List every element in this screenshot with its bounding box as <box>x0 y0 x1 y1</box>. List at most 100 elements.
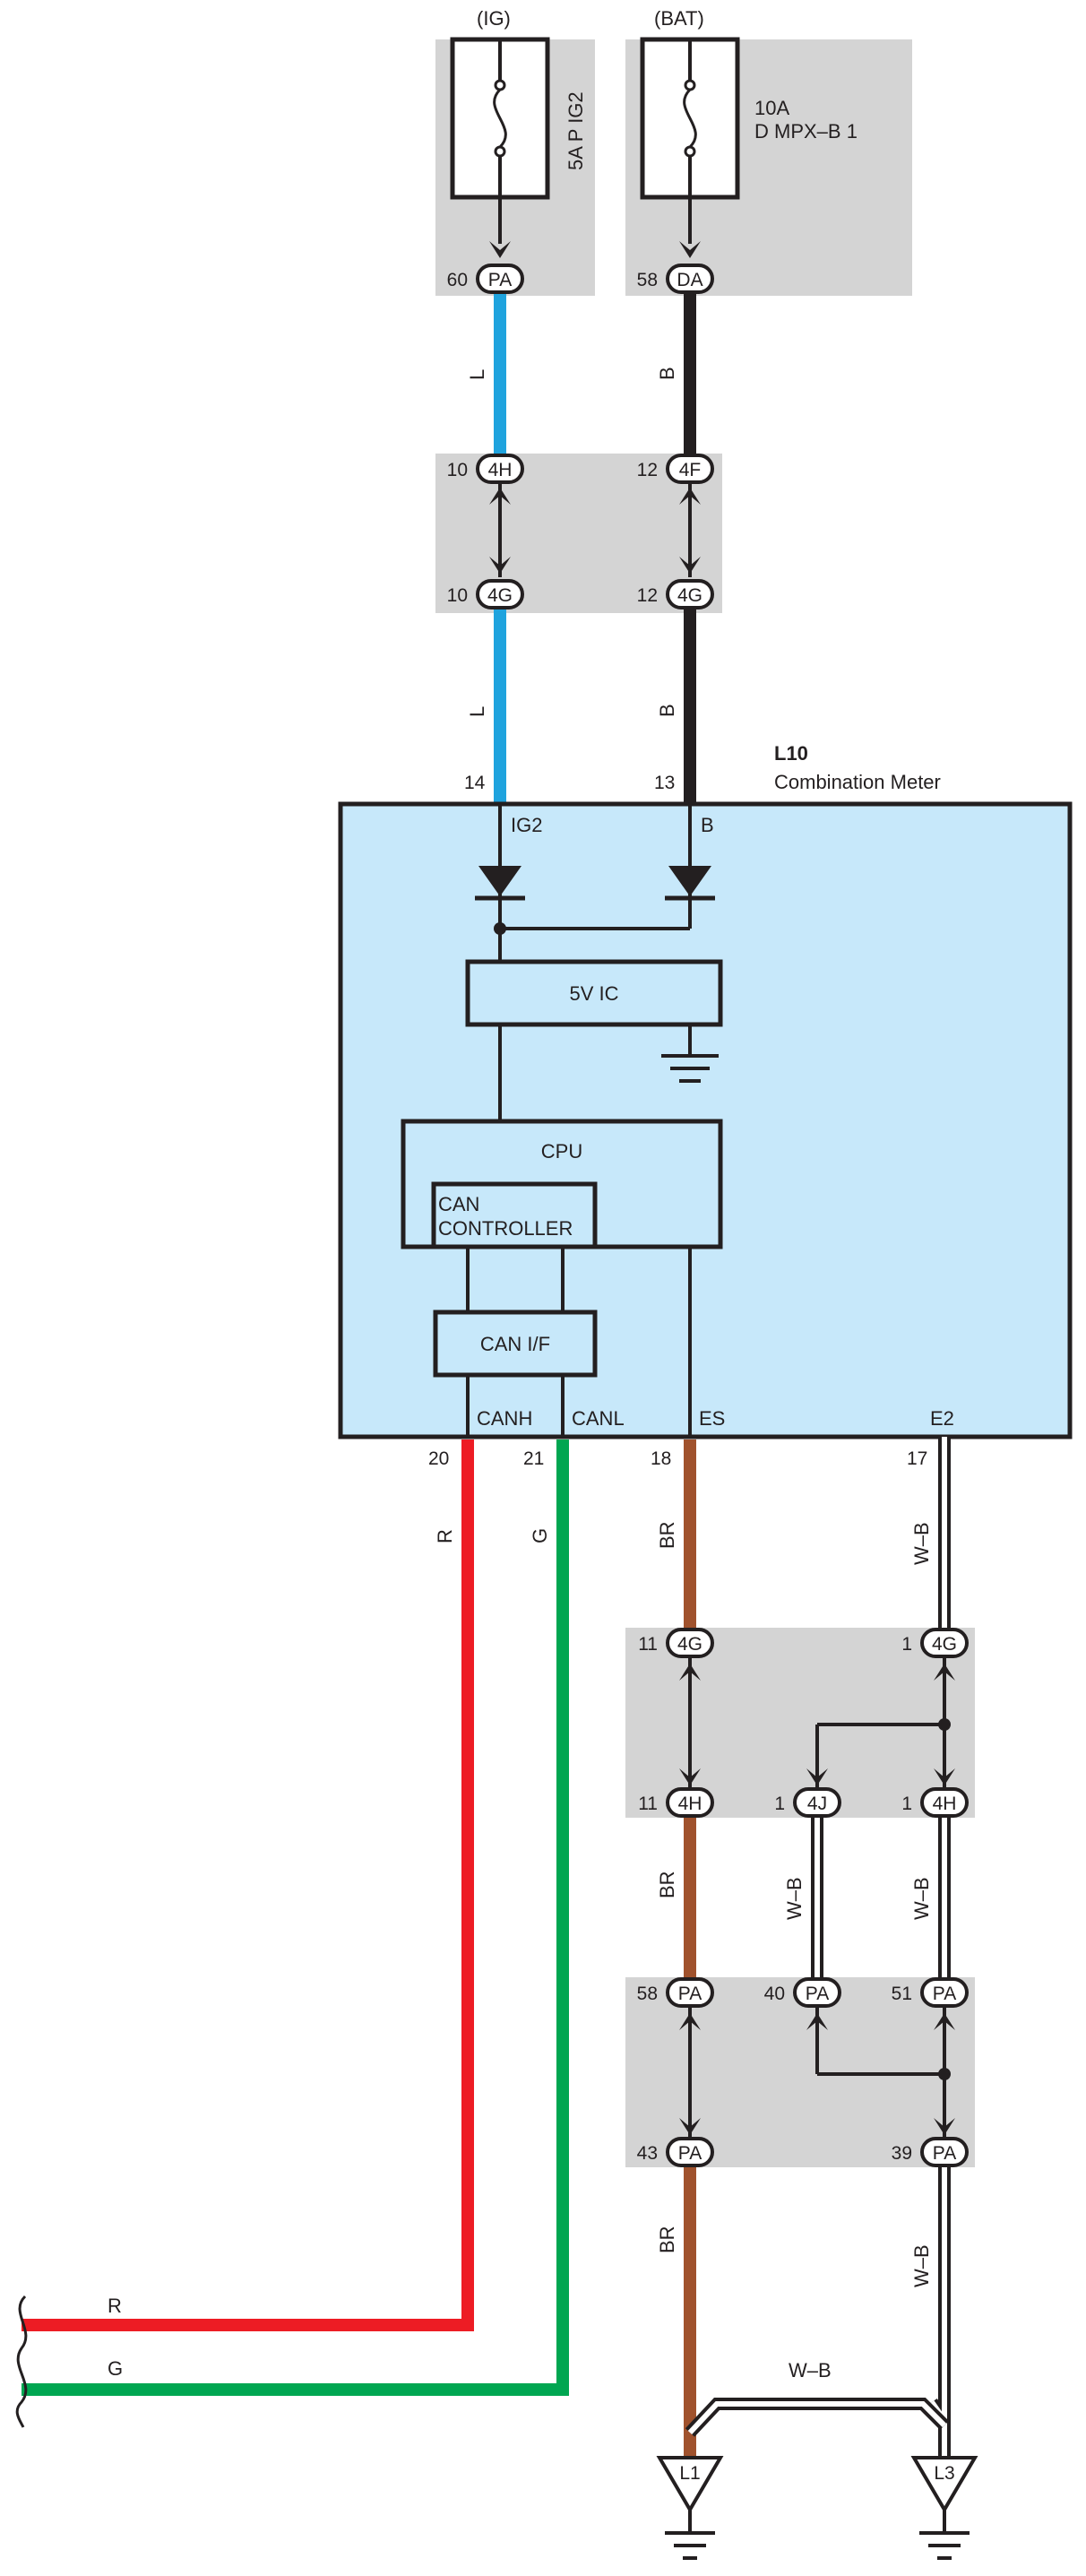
svg-text:L1: L1 <box>679 2463 700 2484</box>
connector-4g-12: 4G 12 <box>637 579 714 609</box>
meter-name: Combination Meter <box>774 771 941 793</box>
bat-fuse <box>640 37 740 244</box>
svg-text:10: 10 <box>447 585 468 606</box>
connector-pa-58: PA 58 <box>637 1977 714 2008</box>
svg-text:PA: PA <box>806 1984 829 2004</box>
svg-text:PA: PA <box>678 2143 702 2164</box>
svg-text:4G: 4G <box>932 1634 957 1655</box>
svg-text:4J: 4J <box>807 1794 827 1814</box>
connector-da-58: DA 58 <box>637 264 714 294</box>
meter-term-e2: E2 <box>930 1407 954 1430</box>
meter-term-ig2: IG2 <box>511 814 542 836</box>
meter-term-canl: CANL <box>572 1407 625 1430</box>
svg-text:PA: PA <box>678 1984 702 2004</box>
wire-label-g-horizontal: G <box>108 2357 123 2380</box>
ig-source-label: (IG) <box>477 7 511 30</box>
can-interface-label: CAN I/F <box>480 1333 550 1355</box>
ground-symbol-ic <box>661 1054 719 1083</box>
connector-4h-11: 4H 11 <box>638 1787 714 1818</box>
svg-text:4H: 4H <box>678 1794 702 1814</box>
diode-ig2 <box>478 866 521 896</box>
connector-4h-1: 4H 1 <box>901 1787 969 1818</box>
diode-b <box>668 866 711 896</box>
connector-pa-39: PA 39 <box>892 2137 969 2167</box>
svg-text:12: 12 <box>637 585 658 606</box>
svg-text:43: 43 <box>637 2143 658 2164</box>
meter-pin-b: 13 <box>654 773 675 793</box>
connector-4j-1: 4J 1 <box>774 1787 841 1818</box>
ground-l3: L3 <box>910 2456 978 2560</box>
wire-label-wb-2: W–B <box>783 1877 806 1920</box>
can-controller-label-1: CAN <box>438 1193 479 1215</box>
svg-text:1: 1 <box>901 1794 912 1814</box>
svg-text:58: 58 <box>637 1984 658 2004</box>
connector-4h-10: 4H 10 <box>447 454 524 484</box>
ic-5v-label: 5V IC <box>569 982 618 1005</box>
svg-text:1: 1 <box>774 1794 785 1814</box>
meter-pin-ig2: 14 <box>464 773 486 793</box>
ig-fuse <box>450 37 550 244</box>
wire-label-wb-5: W–B <box>789 2359 832 2382</box>
wire-label-r-horizontal: R <box>108 2295 122 2317</box>
meter-pin-18: 18 <box>651 1448 671 1469</box>
wire-label-br-1: BR <box>656 1521 678 1549</box>
wire-r <box>22 1439 474 2331</box>
wire-label-br-3: BR <box>656 2226 678 2253</box>
ig-fuse-label: 5A P IG2 <box>565 91 587 170</box>
svg-text:11: 11 <box>638 1794 658 1814</box>
svg-text:4F: 4F <box>679 460 702 480</box>
connector-4f-12: 4F 12 <box>637 454 714 484</box>
wire-label-l-upper: L <box>466 369 488 380</box>
svg-text:11: 11 <box>638 1634 658 1655</box>
svg-text:12: 12 <box>637 460 658 480</box>
meter-id: L10 <box>774 742 808 765</box>
wire-label-l-lower: L <box>466 706 488 717</box>
connector-pa-51: PA 51 <box>892 1977 969 2008</box>
bat-fuse-amp: 10A <box>754 97 789 119</box>
svg-text:4G: 4G <box>677 1634 702 1655</box>
svg-text:1: 1 <box>901 1634 912 1655</box>
svg-text:51: 51 <box>892 1984 912 2004</box>
connector-pa-43: PA 43 <box>637 2137 714 2167</box>
ground-l1: L1 <box>656 2456 724 2560</box>
ic-5v <box>465 959 723 1027</box>
svg-text:40: 40 <box>764 1984 785 2004</box>
meter-pin-17: 17 <box>907 1448 927 1469</box>
svg-text:4H: 4H <box>488 460 513 480</box>
svg-text:4H: 4H <box>933 1794 957 1814</box>
bat-fuse-name: D MPX–B 1 <box>754 120 858 143</box>
svg-text:10: 10 <box>447 460 468 480</box>
wire-g <box>22 1439 569 2396</box>
svg-text:60: 60 <box>447 270 468 290</box>
connector-pa-40: PA 40 <box>764 1977 841 2008</box>
connector-pa-60: PA 60 <box>447 264 524 294</box>
wire-label-wb-3: W–B <box>910 1877 933 1920</box>
svg-text:PA: PA <box>933 2143 956 2164</box>
can-interface <box>433 1310 598 1378</box>
connector-4g-11: 4G 11 <box>638 1628 714 1658</box>
svg-text:4G: 4G <box>487 585 513 606</box>
svg-text:39: 39 <box>892 2143 912 2164</box>
meter-term-canh: CANH <box>477 1407 532 1430</box>
can-controller-label-2: CONTROLLER <box>438 1217 573 1240</box>
svg-text:L3: L3 <box>934 2463 954 2484</box>
cpu-label: CPU <box>541 1140 582 1163</box>
wire-wb-ground <box>685 2165 951 2458</box>
svg-text:PA: PA <box>488 270 512 290</box>
connector-4g-1: 4G 1 <box>901 1628 969 1658</box>
wire-label-b-lower: B <box>656 704 678 717</box>
meter-pin-21: 21 <box>523 1448 544 1469</box>
wire-label-wb-4: W–B <box>910 2244 933 2287</box>
wire-label-wb-1: W–B <box>910 1522 933 1565</box>
svg-text:4G: 4G <box>677 585 702 606</box>
meter-term-b: B <box>701 814 714 836</box>
meter-term-es: ES <box>699 1407 725 1430</box>
wire-label-r: R <box>434 1529 456 1543</box>
wire-label-g: G <box>529 1528 551 1543</box>
svg-text:58: 58 <box>637 270 658 290</box>
break-mark <box>15 2295 28 2428</box>
svg-text:PA: PA <box>933 1984 956 2004</box>
wire-label-br-2: BR <box>656 1871 678 1898</box>
bat-source-label: (BAT) <box>654 7 704 30</box>
